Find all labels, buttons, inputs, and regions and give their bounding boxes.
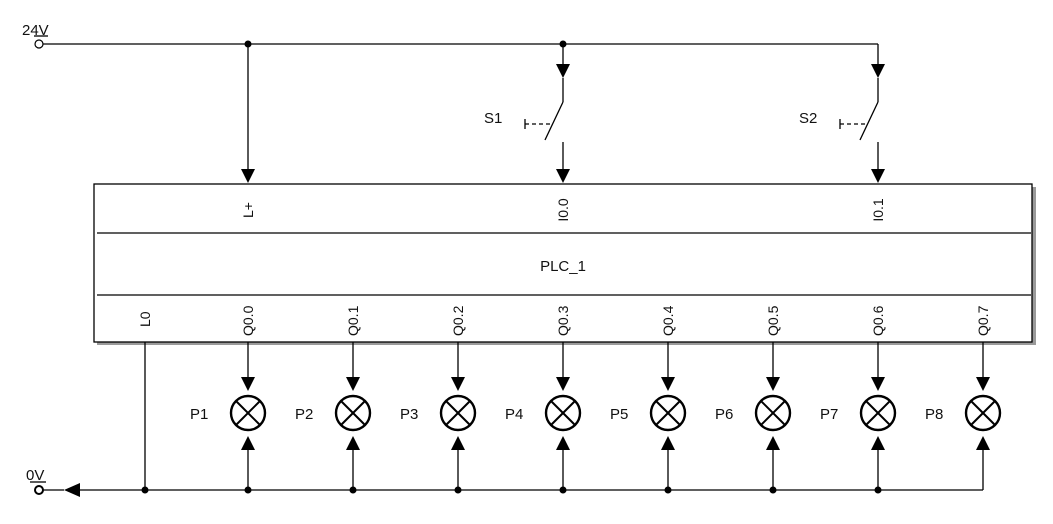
lamp-p3: P3 (400, 342, 477, 494)
plc-name: PLC_1 (540, 258, 586, 275)
lamp-p6: P6 (715, 342, 792, 494)
pin-label-q0-5: Q0.5 (765, 305, 781, 336)
lplus-arrow (241, 169, 255, 183)
switch-s1: S1 (484, 44, 570, 183)
lamp-cross (970, 400, 996, 426)
output-arrow (976, 377, 990, 391)
output-arrow (451, 377, 465, 391)
lamp-p2: P2 (295, 342, 372, 494)
return-arrow (556, 436, 570, 450)
pin-label-q0-7: Q0.7 (975, 305, 991, 336)
pin-label-i0-0: I0.0 (555, 198, 571, 222)
lamp-p5: P5 (610, 342, 687, 494)
lamp-cross (445, 400, 471, 426)
return-arrow (766, 436, 780, 450)
output-arrow (346, 377, 360, 391)
output-arrow (661, 377, 675, 391)
supply-0v-terminal: 0V (26, 467, 64, 495)
pin-label-q0-6: Q0.6 (870, 305, 886, 336)
pin-label-l0: L0 (137, 311, 153, 327)
lamp-p7: P7 (820, 342, 897, 494)
lamp-cross (865, 400, 891, 426)
lamp-p8: P8 (925, 342, 1002, 490)
pin-label-lplus: L+ (240, 202, 256, 218)
return-arrow (241, 436, 255, 450)
pin-label-q0-3: Q0.3 (555, 305, 571, 336)
lamp-label: P3 (400, 406, 418, 423)
lamp-label: P5 (610, 406, 628, 423)
lamp-label: P2 (295, 406, 313, 423)
lamp-cross (340, 400, 366, 426)
return-arrow (661, 436, 675, 450)
lamp-p4: P4 (505, 342, 582, 494)
output-arrow (766, 377, 780, 391)
lamp-cross (235, 400, 261, 426)
supply-24v-label: 24V (22, 22, 49, 39)
output-arrow (871, 377, 885, 391)
rail-0v-arrow (64, 483, 80, 497)
return-arrow (346, 436, 360, 450)
lamp-cross (550, 400, 576, 426)
lamp-label: P4 (505, 406, 523, 423)
pin-label-q0-2: Q0.2 (450, 305, 466, 336)
return-arrow (976, 436, 990, 450)
lamp-cross (655, 400, 681, 426)
pin-label-q0-4: Q0.4 (660, 305, 676, 336)
lamp-cross (760, 400, 786, 426)
lamp-label: P1 (190, 406, 208, 423)
switch-label: S2 (799, 110, 817, 127)
lamp-label: P7 (820, 406, 838, 423)
top-pin-labels: L+ I0.0 I0.1 (240, 198, 886, 222)
lamp-label: P6 (715, 406, 733, 423)
lamp-label: P8 (925, 406, 943, 423)
return-arrow (451, 436, 465, 450)
supply-0v-label: 0V (26, 467, 44, 484)
return-arrow (871, 436, 885, 450)
pin-label-i0-1: I0.1 (870, 198, 886, 222)
lamp-p1: P1 (190, 342, 267, 494)
switch-label: S1 (484, 110, 502, 127)
output-arrow (241, 377, 255, 391)
output-arrow (556, 377, 570, 391)
bottom-pin-labels: L0 Q0.0 Q0.1 Q0.2 Q0.3 Q0.4 Q0.5 Q0.6 Q0… (137, 305, 991, 336)
lamp-outputs: P1 P2 P3 P4 P5 P6 P7 P8 (190, 342, 1002, 494)
junction-dot (141, 486, 149, 494)
pin-label-q0-0: Q0.0 (240, 305, 256, 336)
plc-block: PLC_1 (93, 183, 1036, 345)
pin-label-q0-1: Q0.1 (345, 305, 361, 336)
switch-s2: S2 (799, 64, 885, 183)
